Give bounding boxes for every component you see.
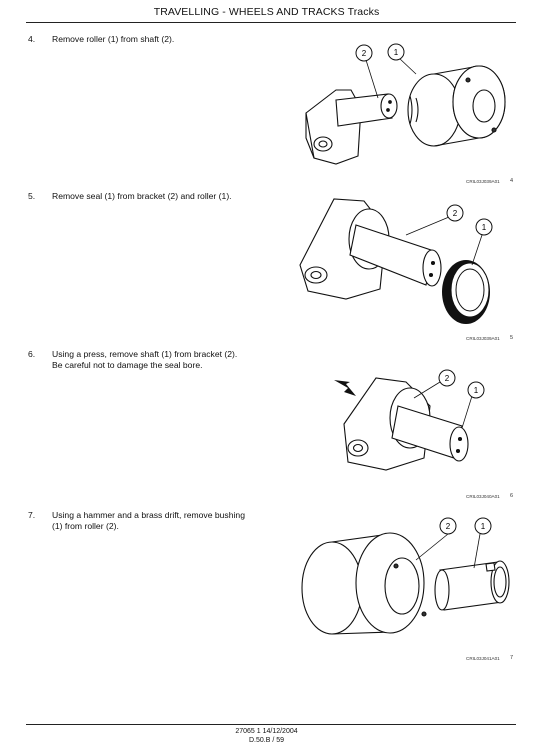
figure-5-number: 5 (510, 335, 514, 341)
figure-5-seal-removal: 2 1 (299, 198, 493, 324)
step-7-text: Using a hammer and a brass drift, remove… (52, 510, 245, 520)
callout-2: 2 (362, 49, 367, 58)
step-5-number: 5. (28, 191, 36, 201)
step-6-number: 6. (28, 349, 36, 359)
step-7-number: 7. (28, 510, 36, 520)
figure-7-bushing-removal: 2 1 (301, 517, 510, 636)
step-4-number: 4. (28, 34, 36, 44)
figure-6-press-shaft: 2 1 (334, 369, 485, 471)
callout-1: 1 (394, 48, 399, 57)
footer-rule (26, 724, 516, 725)
callout-1: 1 (481, 522, 486, 531)
footer-date: 27065 1 14/12/2004 (235, 728, 298, 735)
callout-2: 2 (453, 209, 458, 218)
figure-6-code: CRIL03J040A01 (466, 494, 500, 499)
step-5-text: Remove seal (1) from bracket (2) and rol… (52, 191, 232, 201)
step-6-text: Using a press, remove shaft (1) from bra… (52, 349, 238, 359)
figure-5-code: CRIL03J039A01 (466, 336, 500, 341)
page-header: TRAVELLING - WHEELS AND TRACKS Tracks (153, 6, 380, 18)
step-4-text: Remove roller (1) from shaft (2). (52, 34, 175, 44)
callout-2: 2 (446, 522, 451, 531)
figure-4-code: CRIL03J039A01 (466, 179, 500, 184)
callout-1: 1 (482, 223, 487, 232)
step-7-text-line2: (1) from roller (2). (52, 521, 119, 531)
figure-6-number: 6 (510, 493, 514, 499)
figure-7-number: 7 (510, 655, 514, 661)
callout-1: 1 (474, 386, 479, 395)
press-arrow-icon (334, 380, 356, 396)
figure-7-code: CRIL03J041A01 (466, 656, 500, 661)
footer-page-ref: D.50.B / 59 (248, 737, 285, 744)
step-6-text-line2: Be careful not to damage the seal bore. (52, 360, 203, 370)
figure-4-number: 4 (510, 178, 514, 184)
callout-2: 2 (445, 374, 450, 383)
figure-4-roller-shaft: 2 1 (305, 43, 506, 165)
header-rule (26, 22, 516, 23)
